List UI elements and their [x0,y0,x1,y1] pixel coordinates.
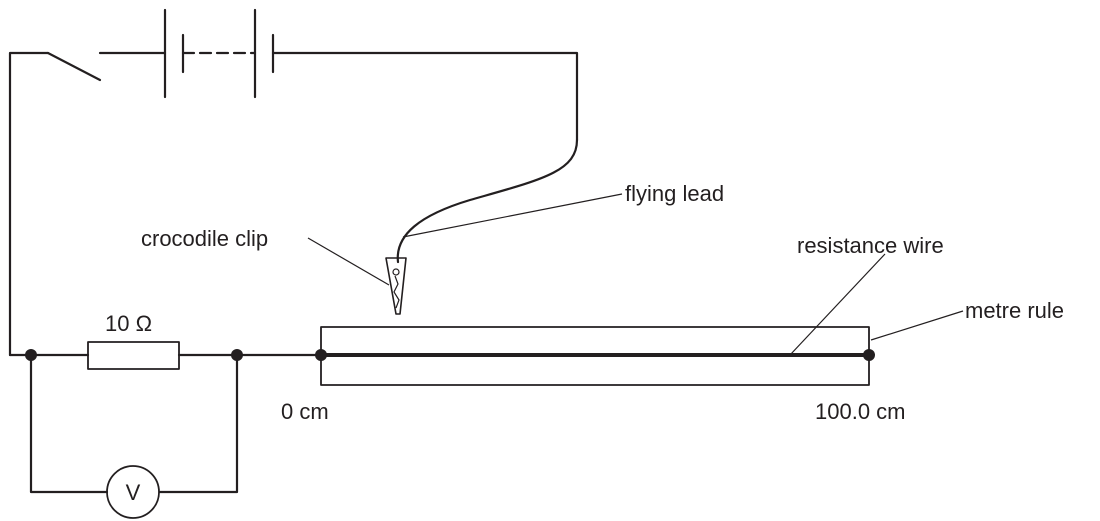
scale-end-label: 100.0 cm [815,399,906,424]
top-right-wire [271,51,579,142]
wire-end-dot [863,349,875,361]
voltmeter-label: V [126,480,141,505]
scale-start-label: 0 cm [281,399,329,424]
battery [163,8,275,99]
flying-lead-label: flying lead [625,181,724,206]
wire-end-dot [315,349,327,361]
leader-resistance-wire [789,253,886,356]
metre-rule-label: metre rule [965,298,1064,323]
crocodile-clip [385,257,407,315]
resistor [87,341,180,370]
voltmeter-branch-wire-right [158,353,239,494]
leader-metre-rule [870,310,964,341]
leader-flying-lead [402,193,623,238]
resistor-label: 10 Ω [105,311,152,336]
junction-dot [25,349,37,361]
resistance-wire-label: resistance wire [797,233,944,258]
leader-crocodile-clip [307,237,390,286]
junction-dot [231,349,243,361]
flying-lead [396,138,579,264]
switch [46,51,102,82]
voltmeter-branch-wire [29,353,109,494]
left-wire [8,51,50,357]
voltmeter [106,465,160,519]
crocodile-clip-label: crocodile clip [141,226,268,251]
